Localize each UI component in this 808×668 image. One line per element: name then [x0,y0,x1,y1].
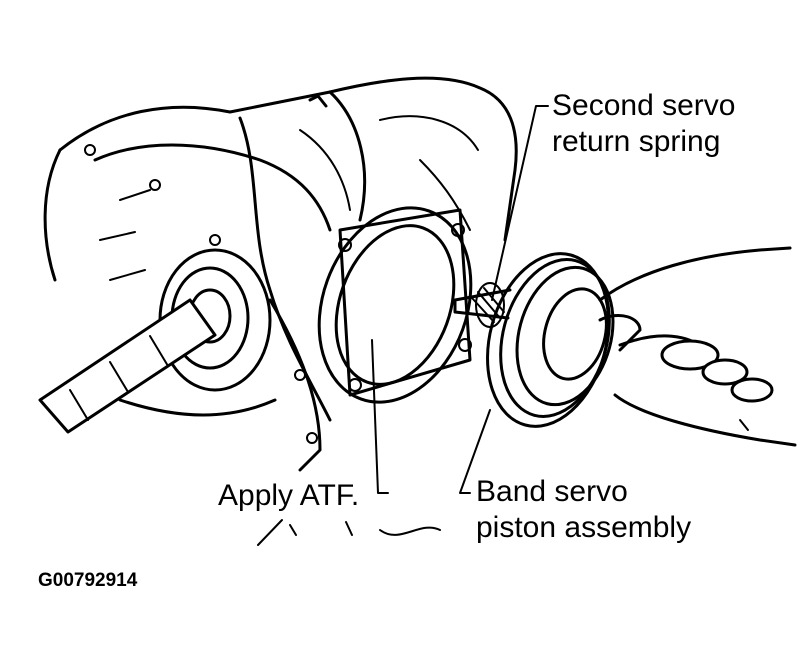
leader-atf [371,339,389,494]
servo-bore [317,206,473,404]
callout-apply-atf: Apply ATF. [218,479,360,512]
callout-band-line1: Band servo [476,475,628,508]
leader-spring [491,105,549,301]
leader-band [459,409,491,494]
figure-id-code: G00792914 [38,570,138,591]
callout-spring-line2: return spring [552,125,721,158]
output-shaft [38,248,272,434]
band-servo-piston [453,252,615,428]
callout-spring-line1: Second servo [552,89,736,122]
callout-second-servo-return-spring: Second servo return spring [552,88,735,160]
leader-lines [257,105,549,546]
callout-band-servo-piston-assembly: Band servo piston assembly [476,474,691,546]
hand [598,246,797,447]
transmission-case [43,76,518,472]
callout-band-line2: piston assembly [476,511,692,544]
